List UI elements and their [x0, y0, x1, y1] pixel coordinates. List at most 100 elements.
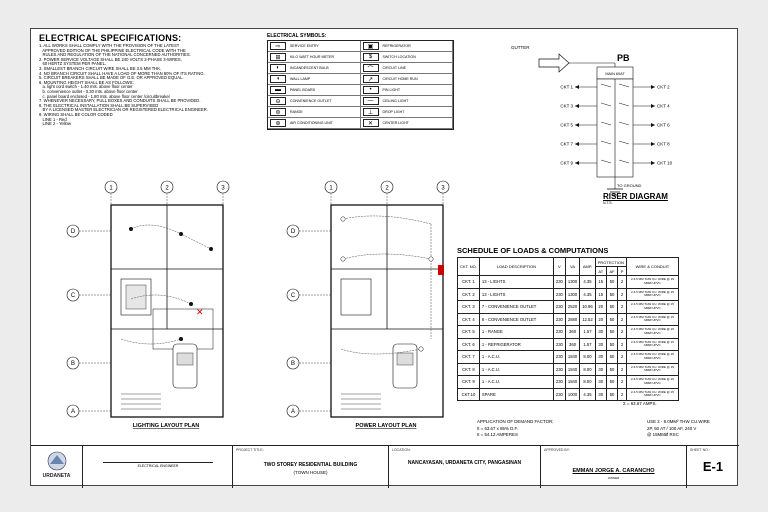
- approved-name: EMMAN JORGE A. CARANCHO: [572, 468, 655, 474]
- grid-col-label: 1: [109, 186, 113, 192]
- breaker-switch: [618, 102, 630, 107]
- symbol-icon: ◐: [270, 64, 286, 72]
- cell-af: 50: [605, 312, 619, 326]
- symbol-icon: ⌒: [362, 64, 379, 73]
- cell-wire: 2-3.5 MM THW CU. WIRE @ 15 MMØ UPVC: [625, 287, 679, 301]
- cell-af: 50: [605, 300, 619, 314]
- symbol-label: KILO WATT HOUR METER: [290, 55, 335, 59]
- cell-v: 230: [552, 375, 566, 389]
- spec-line: 4. NO BRANCH CIRCUIT SHALL HAVE A LOAD O…: [39, 70, 205, 76]
- location-cell: LOCATION: NANCAYASAN, URDANETA CITY, PAN…: [389, 446, 541, 488]
- approved-role: OWNER: [607, 476, 620, 480]
- cell-af: 50: [605, 387, 619, 401]
- symbol-icon: ▬: [270, 86, 286, 94]
- grid-row-label: C: [291, 293, 296, 299]
- symbol-icon: ✕: [362, 119, 379, 127]
- cell-va: 2520: [564, 300, 581, 314]
- cell-ckt: CKT. 9: [457, 375, 480, 389]
- symbol-label: PIN LIGHT: [382, 88, 401, 92]
- spec-line: LINE 2 - Yellow: [39, 121, 71, 127]
- project-title: TWO STOREY RESIDENTIAL BUILDING: [263, 462, 358, 468]
- spec-line: 6. MOUNTING HEIGHT SHALL BE AS FOLLOWS:: [39, 79, 134, 85]
- cell-at: 15: [594, 287, 607, 301]
- branch-arrow: [575, 161, 579, 165]
- firm-logo: [47, 451, 67, 471]
- cell-desc: 13 - LIGHTS: [478, 275, 554, 289]
- circuit-label: CKT 9: [560, 161, 573, 166]
- symbol-entry: ⊞ KILO WATT HOUR METER: [268, 52, 361, 63]
- branch-arrow: [651, 142, 655, 146]
- cell-af: 50: [605, 287, 619, 301]
- grid-row-label: B: [291, 361, 295, 367]
- circuit-label: CKT 2: [657, 85, 670, 90]
- cell-wire: 2-3.5 MM THW CU. WIRE @ 15 MMØ UPVC: [625, 300, 679, 314]
- symbol-entry: ⊥DROP LIGHT: [360, 107, 453, 118]
- cell-wire: 2-3.5 MM THW CU. WIRE @ 15 MMØ UPVC: [625, 362, 679, 376]
- spec-line: 5. CIRCUIT BREAKERS SHALL BE MADE OF G.E…: [39, 75, 184, 81]
- cell-desc: 1 - REFRIGERATOR: [478, 337, 554, 351]
- cell-wire: 2-3.5 MM THW CU. WIRE @ 15 MMØ UPVC: [625, 375, 679, 389]
- header-amp: AMP.: [579, 257, 596, 276]
- specifications-title: ELECTRICAL SPECIFICATIONS:: [39, 33, 182, 43]
- symbol-icon: $: [362, 53, 379, 61]
- spec-line: 8. THE ELECTRICAL INSTALLATION SHALL BE …: [39, 102, 159, 108]
- cell-ckt: CKT. 6: [457, 337, 480, 351]
- symbol-icon: ⊖: [270, 97, 286, 105]
- spec-line: c. panel board enclosed - 1.80 mts. abov…: [39, 93, 171, 99]
- symbol-entry: ⌒CIRCUIT LINE: [360, 63, 453, 74]
- cell-v: 230: [552, 312, 566, 326]
- symbol-entry: ▣REFRIGERATOR: [360, 41, 453, 52]
- branch-arrow: [575, 142, 579, 146]
- cell-amp: 1.57: [579, 337, 596, 351]
- cell-va: 1300: [564, 275, 581, 289]
- cell-wire: 2-3.5 MM THW CU. WIRE @ 15 MMØ UPVC: [625, 312, 679, 326]
- project-cell: PROJECT TITLE: TWO STOREY RESIDENTIAL BU…: [233, 446, 389, 488]
- symbol-label: SERVICE ENTRY: [290, 44, 319, 48]
- cell-at: 30: [594, 387, 607, 401]
- grid-col-label: 3: [441, 186, 445, 192]
- header-va: VA: [564, 257, 581, 276]
- cell-desc: 13 - LIGHTS: [478, 287, 554, 301]
- cell-af: 50: [605, 350, 619, 364]
- symbol-label: AIR CONDITIONING UNIT: [290, 121, 333, 125]
- symbol-icon: ⊞: [270, 53, 286, 61]
- demand-line: It = 54.12 AMPERES: [477, 432, 518, 437]
- use-line: @ 15MMØ RSC: [647, 432, 679, 437]
- symbol-label: INCANDESCENT BULB: [290, 66, 329, 70]
- drawing-sheet: ELECTRICAL SPECIFICATIONS: 1. ALL WORKS …: [30, 28, 739, 488]
- cell-va: 1840: [564, 362, 581, 376]
- spec-line: LINE 1 - Red: [39, 116, 67, 122]
- cell-desc: 1 - A.C.U.: [478, 362, 554, 376]
- circuit-label: CKT 1: [560, 85, 573, 90]
- spec-line: b. convenience outlet - 0.30 mts. above …: [39, 88, 138, 94]
- symbol-entry: ◐ INCANDESCENT BULB: [268, 63, 361, 74]
- cell-amp: 4.35: [579, 287, 596, 301]
- cell-v: 230: [552, 362, 566, 376]
- cell-wire: 2-3.5 MM THW CU. WIRE @ 15 MMØ UPVC: [625, 387, 679, 401]
- demand-factor: APPLICATION OF DEMAND FACTOR;It = 63.67 …: [477, 419, 553, 439]
- plan1-title: LIGHTING LAYOUT PLAN: [133, 423, 199, 429]
- cell-amp: 4.35: [579, 387, 596, 401]
- spec-line: BY A LICENSED MASTER ELECTRICIAN OR REGI…: [39, 107, 208, 113]
- cell-at: 20: [594, 300, 607, 314]
- spec-line: 1. ALL WORKS SHALL COMPLY WITH THE PROVI…: [39, 43, 180, 48]
- panel-label: PB: [617, 53, 630, 63]
- project-label: PROJECT TITLE:: [236, 448, 264, 452]
- symbol-icon: ⊜: [270, 108, 286, 116]
- symbol-icon: ◖: [270, 75, 286, 83]
- plan2-title: POWER LAYOUT PLAN: [356, 423, 417, 429]
- cell-ckt: CKT. 5: [457, 325, 480, 339]
- demand-line: APPLICATION OF DEMAND FACTOR;: [477, 419, 554, 424]
- symbol-icon: ⊛: [270, 119, 286, 127]
- grid-row-label: C: [71, 293, 76, 299]
- symbol-label: REFRIGERATOR: [382, 44, 411, 48]
- branch-arrow: [651, 161, 655, 165]
- symbol-label: SWITCH LOCATION: [382, 55, 416, 59]
- cell-at: 30: [594, 337, 607, 351]
